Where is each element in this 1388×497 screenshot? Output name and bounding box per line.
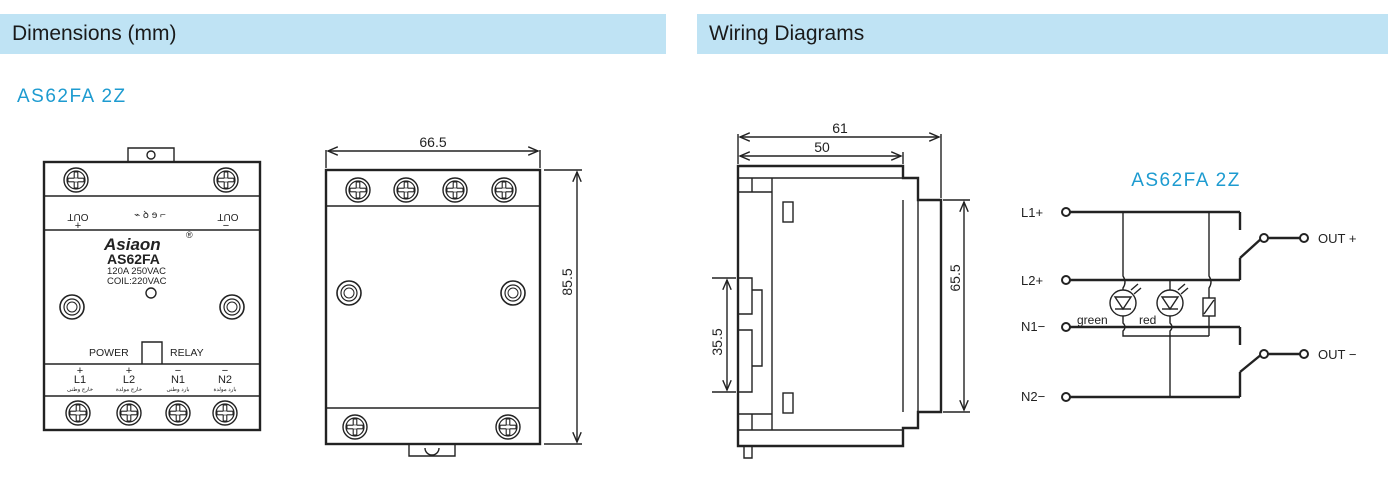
input-label-n1: N1−: [1021, 319, 1045, 334]
out-minus-label: OUT: [217, 211, 238, 222]
svg-text:−: −: [222, 365, 228, 377]
registered-mark: ®: [186, 230, 193, 240]
screw-icon: [393, 177, 419, 203]
out-plus-label: OUT: [67, 211, 88, 222]
screw-icon: [495, 414, 521, 440]
svg-text:L1: L1: [74, 374, 86, 386]
front-coil: COIL:220VAC: [107, 276, 167, 287]
wiring-model-label: AS62FA 2Z: [1131, 170, 1241, 191]
svg-text:بارد وطنى: بارد وطنى: [166, 386, 190, 393]
svg-text:+: +: [77, 365, 83, 377]
back-view: 66.5 85.5: [324, 134, 582, 457]
terminal-icon: [1061, 275, 1071, 285]
screw-icon: [165, 400, 191, 426]
relay-switch-icon: [1239, 353, 1263, 373]
dimension-depth-total: 61: [832, 120, 848, 136]
side-view: 61 50 65.5 35.5: [709, 120, 970, 459]
wiring-header: Wiring Diagrams: [697, 14, 1388, 54]
wiring-header-title: Wiring Diagrams: [709, 22, 865, 45]
terminal-label-n2: − N2 بارد مولدة: [213, 365, 237, 393]
svg-text:N1: N1: [171, 374, 185, 386]
led-red-icon: [1156, 283, 1189, 317]
mounting-hole-icon: [336, 280, 362, 306]
led-label-red: red: [1139, 313, 1156, 327]
svg-text:خارج مولدة: خارج مولدة: [116, 386, 143, 393]
relay-label: RELAY: [170, 347, 204, 359]
mounting-hole-icon: [219, 294, 245, 320]
svg-text:خارج وطنى: خارج وطنى: [67, 386, 94, 393]
out-plus-sign: +: [75, 220, 81, 232]
dimensions-header: Dimensions (mm): [0, 14, 666, 54]
power-label: POWER: [89, 347, 129, 359]
svg-text:−: −: [175, 365, 181, 377]
input-label-l1: L1+: [1021, 205, 1043, 220]
terminal-icon: [1061, 207, 1071, 217]
mounting-hole-icon: [500, 280, 526, 306]
terminal-icon: [1061, 392, 1071, 402]
screw-icon: [63, 167, 89, 193]
screw-icon: [65, 400, 91, 426]
led-label-green: green: [1077, 313, 1108, 327]
relay-switch-icon: [1239, 237, 1263, 259]
front-rating: 120A 250VAC: [107, 266, 166, 277]
input-label-l2: L2+: [1021, 273, 1043, 288]
screw-icon: [491, 177, 517, 203]
svg-text:بارد مولدة: بارد مولدة: [213, 386, 237, 393]
front-view-model-label: AS62FA 2Z: [17, 86, 127, 107]
arabic-mark-icon: ⌁ ꝺ ɘ ⌐: [134, 210, 166, 221]
front-view: OUT + OUT − ⌁ ꝺ ɘ ⌐ Asiaon ® AS62FA 120A…: [42, 147, 262, 432]
terminal-label-l1: + L1 خارج وطنى: [67, 365, 94, 393]
svg-text:+: +: [126, 365, 132, 377]
led-indicator-icon: [145, 287, 157, 299]
svg-text:N2: N2: [218, 374, 232, 386]
terminal-label-l2: + L2 خارج مولدة: [116, 365, 143, 393]
out-minus-sign: −: [223, 220, 229, 232]
screw-icon: [116, 400, 142, 426]
dimension-side-height: 65.5: [947, 264, 963, 291]
led-green-icon: [1109, 283, 1142, 317]
screw-icon: [342, 414, 368, 440]
front-model: AS62FA: [107, 251, 160, 267]
screw-icon: [442, 177, 468, 203]
screw-icon: [213, 167, 239, 193]
terminal-icon: [1061, 322, 1071, 332]
brand-logo: Asiaon: [103, 235, 161, 254]
terminal-label-n1: − N1 بارد وطنى: [166, 365, 190, 393]
output-label-plus: OUT +: [1318, 231, 1356, 246]
mounting-hole-icon: [59, 294, 85, 320]
dimension-height: 85.5: [559, 268, 575, 295]
dimension-width: 66.5: [419, 134, 446, 150]
dimension-depth-body: 50: [814, 139, 830, 155]
output-label-minus: OUT −: [1318, 347, 1356, 362]
screw-icon: [345, 177, 371, 203]
wiring-diagram: AS62FA 2Z L1+ L2+ N1− N2− OUT + OUT −: [1021, 170, 1356, 404]
relay-coil-icon: [1202, 297, 1216, 317]
dimension-rail: 35.5: [709, 328, 725, 355]
dimensions-header-title: Dimensions (mm): [12, 22, 177, 45]
svg-text:L2: L2: [123, 374, 135, 386]
input-label-n2: N2−: [1021, 389, 1045, 404]
screw-icon: [212, 400, 238, 426]
